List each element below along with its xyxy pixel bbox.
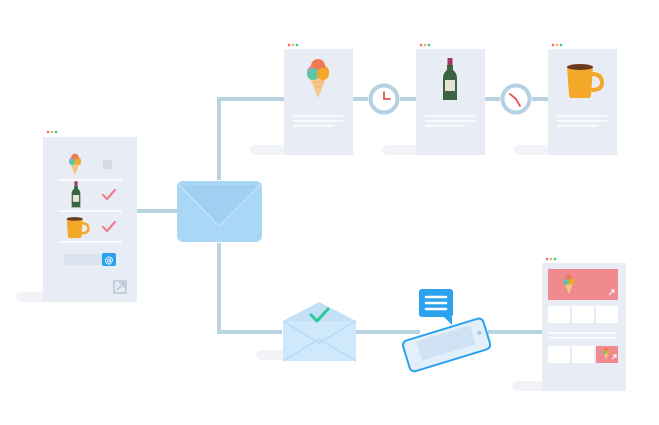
window-dot-red — [287, 43, 291, 47]
window-dot-green — [54, 130, 58, 134]
phone-device — [401, 289, 492, 373]
grid-tile — [572, 346, 594, 363]
email-submit-button[interactable] — [102, 253, 116, 266]
phone-screen — [416, 325, 476, 361]
email-card-mug — [514, 43, 617, 155]
envelope-fold — [282, 320, 357, 344]
window-dot-red — [46, 130, 50, 134]
window-dot-green — [559, 43, 563, 47]
grid-tile — [548, 346, 570, 363]
envelope-fold — [282, 338, 357, 362]
window-dot-orange — [549, 257, 553, 261]
email-sequence — [250, 43, 617, 155]
external-link-icon[interactable] — [113, 280, 127, 294]
window-dot-red — [545, 257, 549, 261]
email-card-ice-cream — [250, 43, 353, 155]
email-field[interactable] — [64, 254, 102, 265]
email-card-bottle — [382, 43, 485, 155]
sent-envelope — [256, 302, 357, 362]
window-dot-orange — [423, 43, 427, 47]
connector-envelope-to-sent — [217, 243, 282, 334]
clock-icon — [368, 83, 400, 115]
window-dot-orange — [555, 43, 559, 47]
checkmark-checked[interactable] — [101, 220, 117, 233]
window-dot-green — [295, 43, 299, 47]
card-body — [43, 137, 137, 302]
envelope-flap — [178, 184, 261, 228]
email-envelope — [177, 181, 262, 242]
connector-envelope-to-sequence — [217, 97, 284, 180]
landing-page-card — [512, 257, 626, 391]
hero-banner[interactable] — [548, 269, 618, 300]
clock-icon — [500, 83, 532, 115]
window-dot-green — [553, 257, 557, 261]
window-dot-green — [427, 43, 431, 47]
signup-form-card: @ — [16, 130, 137, 302]
external-link-icon[interactable] — [608, 289, 615, 296]
grid-tile — [548, 306, 570, 323]
window-dot-red — [551, 43, 555, 47]
checkbox-unchecked[interactable] — [103, 160, 112, 169]
window-dot-orange — [50, 130, 54, 134]
grid-tile — [596, 306, 618, 323]
window-dot-red — [419, 43, 423, 47]
connectors — [137, 97, 548, 334]
window-dot-orange — [291, 43, 295, 47]
checkmark-checked[interactable] — [101, 188, 117, 201]
at-sign-glyph: @ — [105, 256, 114, 266]
envelope-back — [283, 302, 356, 321]
message-lines-icon — [419, 289, 453, 325]
checkmark-icon — [309, 307, 330, 323]
grid-tile — [572, 306, 594, 323]
phone-button — [477, 330, 482, 335]
external-link-icon[interactable] — [611, 354, 617, 360]
